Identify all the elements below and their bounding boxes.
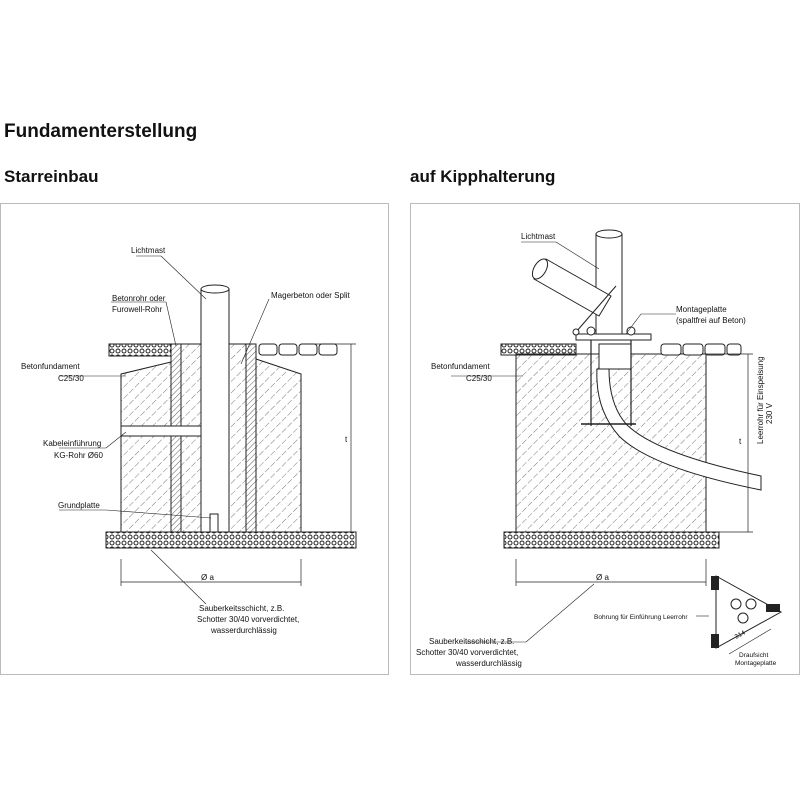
mounting-plate: [575, 333, 652, 341]
section-title-kipphalterung: auf Kipphalterung: [410, 167, 556, 186]
label-lichtmast: Lichtmast: [131, 246, 166, 255]
kipphalterung-drawing: t Leerrohr für Einspeisung 230 V Ø a 314…: [416, 229, 783, 668]
leader-lines: [59, 255, 270, 605]
diagram-kipphalterung: t Leerrohr für Einspeisung 230 V Ø a 314…: [410, 203, 800, 675]
label-betonrohr-1: Betonrohr oder: [112, 294, 166, 303]
section-title-starreinbau: Starreinbau: [4, 167, 99, 186]
label-betonfundament-2: C25/30: [466, 374, 492, 383]
diameter-dimension: [120, 559, 302, 586]
ground-surface-left: [500, 343, 577, 356]
depth-dimension: [301, 343, 356, 533]
label-betonfundament-2: C25/30: [58, 374, 84, 383]
gravel-layer: [503, 531, 720, 549]
page-title: Fundamenterstellung: [4, 121, 198, 142]
label-sauberkeit-3: wasserdurchlässig: [210, 626, 277, 635]
conduit-pipe: [596, 368, 762, 491]
leader-lines: [451, 241, 709, 643]
ground-surface-left: [108, 343, 172, 357]
label-bohrung: Bohrung für Einführung Leerrohr: [594, 614, 688, 621]
label-lichtmast: Lichtmast: [521, 232, 556, 241]
label-grundplatte: Grundplatte: [58, 501, 100, 510]
label-sauberkeit-2: Schotter 30/40 vorverdichtet,: [197, 615, 299, 624]
diagram-starreinbau: t Ø a Lichtmast Betonrohr oder Furowell-…: [0, 203, 389, 675]
gravel-layer: [105, 531, 357, 549]
label-betonfundament-1: Betonfundament: [21, 362, 80, 371]
light-mast: [200, 288, 230, 533]
label-sauberkeit-3: wasserdurchlässig: [455, 659, 522, 668]
light-mast-upright: [595, 233, 623, 335]
mounting-plate-top-view: [711, 575, 783, 655]
foundation-left: [120, 361, 172, 533]
label-montageplatte-1: Montageplatte: [676, 305, 727, 314]
label-leerrohr-2: 230 V: [765, 402, 774, 424]
label-sauberkeit-1: Sauberkeitsschicht, z.B.: [429, 637, 514, 646]
label-sauberkeit-1: Sauberkeitsschicht, z.B.: [199, 604, 284, 613]
label-draufsicht-1: Draufsicht: [739, 652, 768, 659]
base-plate: [209, 513, 219, 533]
cable-entry-pipe: [120, 425, 202, 437]
depth-label: t: [739, 437, 742, 446]
label-sauberkeit-2: Schotter 30/40 vorverdichtet,: [416, 648, 518, 657]
hinge-link: [575, 285, 617, 333]
label-size: 314: [734, 629, 747, 640]
diameter-label: Ø a: [201, 573, 214, 582]
paving-stones: [258, 343, 338, 356]
label-leerrohr-1: Leerrohr für Einspeisung: [756, 356, 765, 444]
depth-label: t: [345, 435, 348, 444]
foundation-right: [255, 358, 302, 533]
label-betonrohr-2: Furowell-Rohr: [112, 305, 163, 314]
lean-concrete-left: [180, 343, 202, 533]
starreinbau-drawing: t Ø a Lichtmast Betonrohr oder Furowell-…: [21, 246, 357, 635]
light-mast-tilted: [531, 258, 612, 317]
paving-stones: [660, 343, 742, 356]
diameter-dimension: [515, 559, 707, 586]
foundation: [515, 353, 707, 533]
label-draufsicht-2: Montageplatte: [735, 660, 777, 667]
label-kabeleinfuehrung-1: Kabeleinführung: [43, 439, 101, 448]
concrete-pipe-wall-right: [245, 343, 257, 533]
label-magerbeton: Magerbeton oder Split: [271, 291, 350, 300]
concrete-pipe-wall-left: [170, 343, 182, 533]
depth-dimension: [706, 353, 753, 533]
label-montageplatte-2: (spaltfrei auf Beton): [676, 316, 746, 325]
lean-concrete-right: [228, 343, 247, 533]
label-betonfundament-1: Betonfundament: [431, 362, 490, 371]
anchor-socket: [598, 343, 632, 370]
label-kabeleinfuehrung-2: KG-Rohr Ø60: [54, 451, 103, 460]
diameter-label: Ø a: [596, 573, 609, 582]
